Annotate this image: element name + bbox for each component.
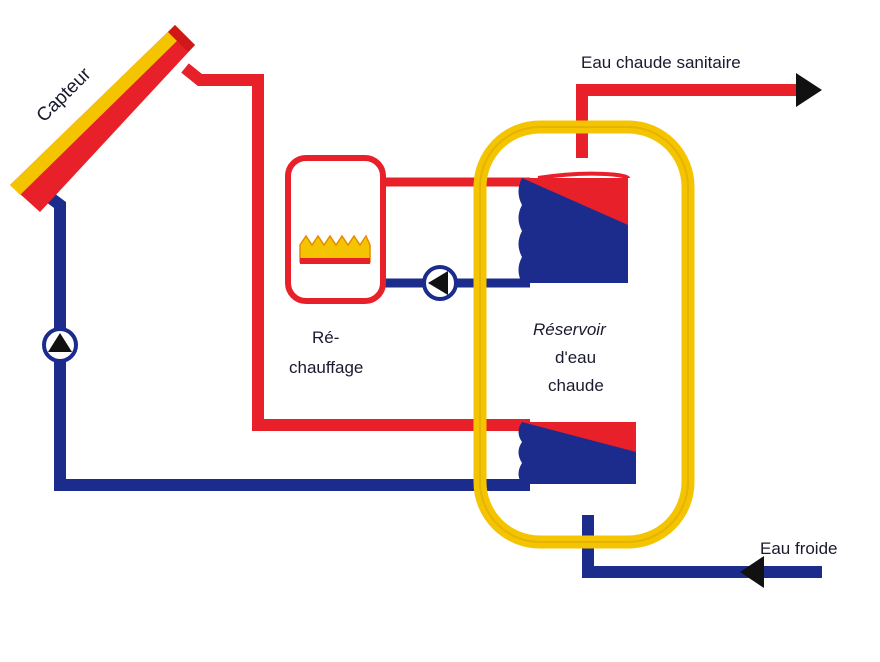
lower-heat-exchanger — [518, 422, 636, 484]
hot-water-out-label: Eau chaude sanitaire — [581, 53, 741, 72]
reheat-label-line1: Ré- — [312, 328, 339, 347]
cold-water-in-label: Eau froide — [760, 539, 838, 558]
reheat-boiler — [285, 155, 386, 304]
tank-label-line2: d'eau — [555, 348, 596, 367]
hot-water-arrow — [796, 73, 822, 107]
hot-water-tank — [473, 120, 695, 549]
reheat-label-line2: chauffage — [289, 358, 363, 377]
cold-water-arrow — [740, 556, 764, 588]
tank-label-line1: Réservoir — [533, 320, 607, 339]
cold-circuit — [44, 191, 822, 578]
pump-icon — [48, 333, 72, 352]
reheat-pump — [422, 265, 458, 301]
upper-heat-exchanger — [518, 171, 630, 283]
hot-water-outlet-pipe — [576, 84, 800, 158]
collector-pump — [42, 327, 78, 363]
solar-collector — [10, 25, 195, 212]
flame-icon — [299, 234, 371, 263]
collector-hot-pipe — [181, 63, 530, 431]
pump-icon — [428, 271, 448, 295]
hot-circuit — [181, 63, 822, 431]
tank-label-line3: chaude — [548, 376, 604, 395]
